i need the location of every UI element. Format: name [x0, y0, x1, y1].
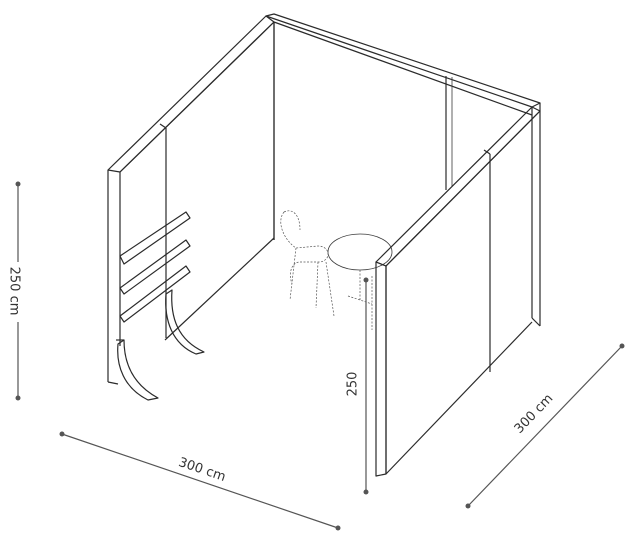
dimension-label-height-left: 250 cm: [7, 267, 22, 316]
dimension-height-inner: 250: [344, 277, 369, 495]
dimension-width-front: 300 cm: [59, 431, 341, 531]
right-front-wall: [375, 106, 541, 477]
dimension-depth-right: 300 cm: [465, 343, 625, 509]
left-wall: [107, 15, 275, 385]
dimension-height-left: 250 cm: [7, 181, 28, 401]
dimension-label-width-front: 300 cm: [177, 455, 228, 485]
table-and-chair: [280, 210, 393, 330]
dimension-label-height-inner: 250: [346, 372, 361, 397]
wall-shelves: [116, 211, 205, 401]
dimension-label-depth-right: 300 cm: [512, 391, 557, 436]
back-wall: [265, 13, 541, 326]
